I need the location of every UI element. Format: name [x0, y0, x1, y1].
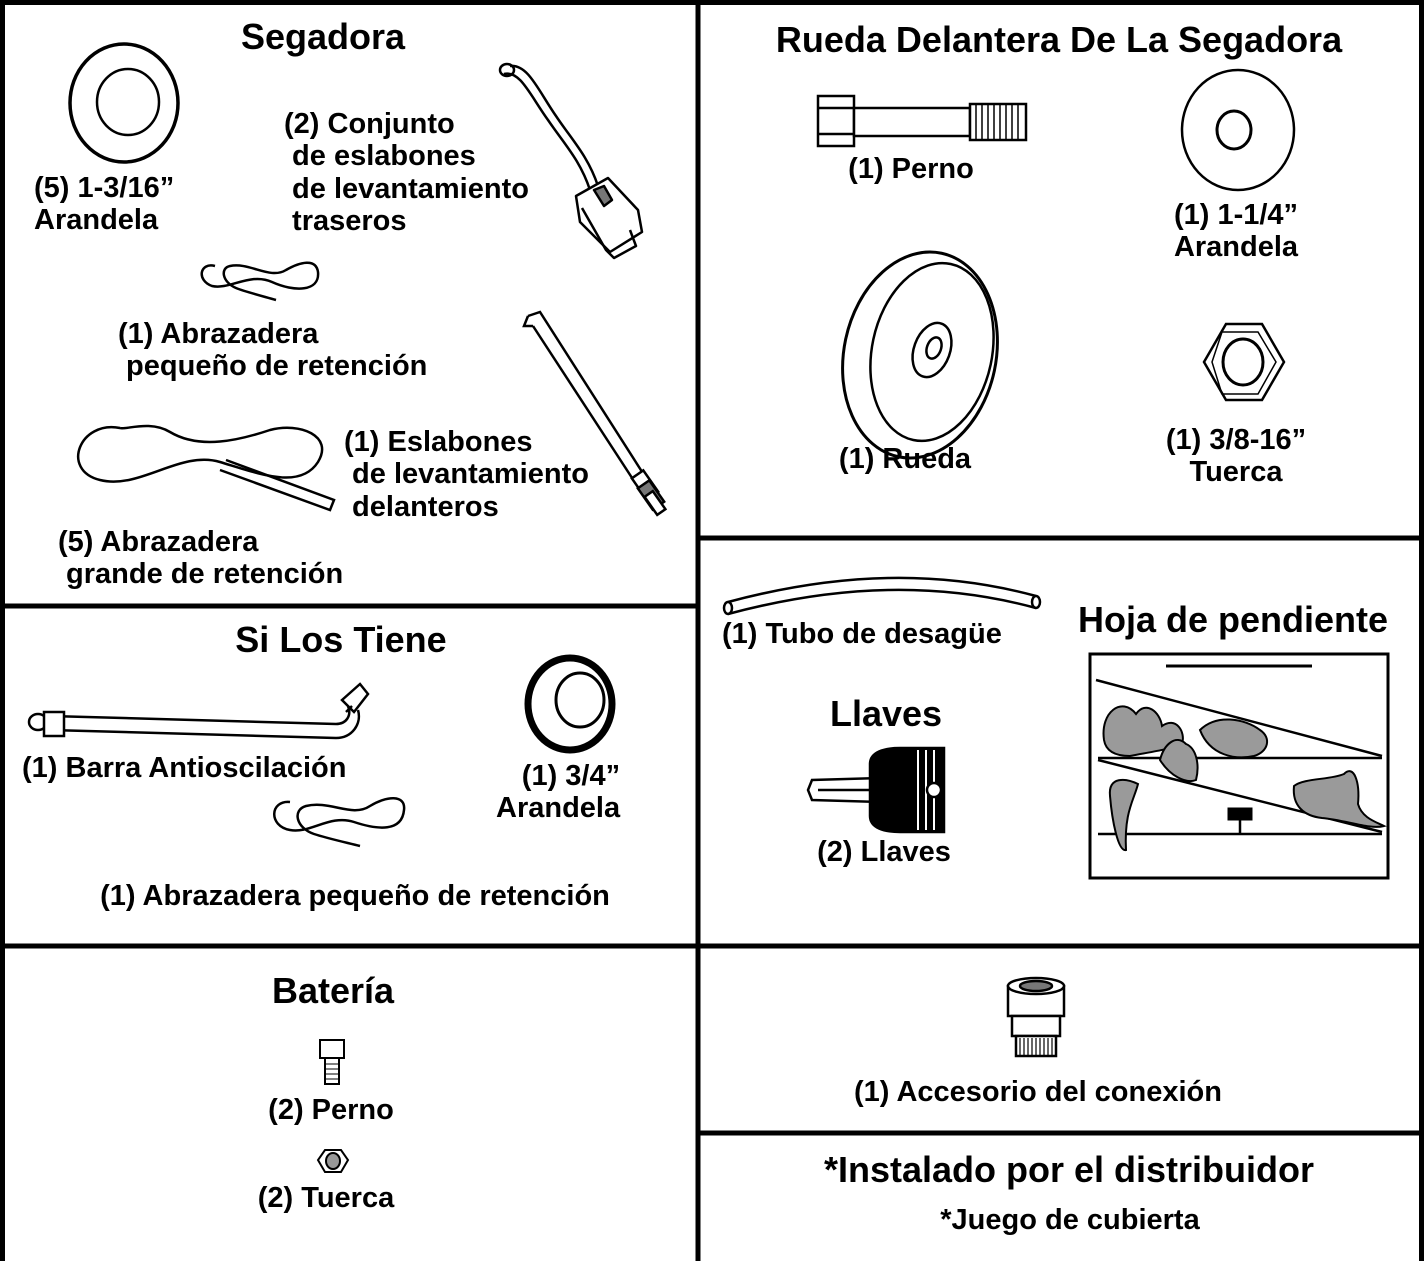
- nut-icon: [1202, 322, 1286, 402]
- section-title-bateria: Batería: [271, 970, 395, 1011]
- wheel-label: (1) Rueda: [838, 443, 972, 475]
- nut-label: (1) 3/8-16” Tuerca: [1165, 424, 1307, 489]
- washer-label: (1) 1-1/4” Arandela: [1173, 199, 1299, 264]
- bolt-label: (1) Perno: [848, 153, 974, 185]
- washer-icon: [68, 42, 180, 164]
- washer-icon: [1180, 68, 1296, 192]
- wheel-icon: [841, 250, 999, 460]
- small-clip-label: (1) Abrazadera pequeño de retención: [100, 880, 610, 912]
- small-clip-icon: [200, 261, 320, 302]
- rear-lift-link-label: (2) Conjunto de eslabones de levantamien…: [284, 108, 529, 238]
- fitting-label: (1) Accesorio del conexión: [854, 1076, 1222, 1108]
- slope-sheet-title: Hoja de pendiente: [1078, 599, 1389, 640]
- sway-bar-label: (1) Barra Antioscilación: [22, 752, 347, 784]
- nut-label: (2) Tuerca: [257, 1182, 395, 1214]
- bolt-icon: [816, 94, 1028, 148]
- small-clip-label: (1) Abrazadera pequeño de retención: [118, 318, 428, 383]
- small-clip-icon: [273, 797, 406, 848]
- rear-lift-link-icon: [498, 62, 644, 260]
- key-icon: [806, 746, 946, 834]
- nut-icon: [316, 1149, 350, 1173]
- front-lift-link-icon: [522, 310, 668, 517]
- sway-bar-icon: [27, 682, 370, 740]
- section-title-si-los-tiene: Si Los Tiene: [235, 619, 447, 660]
- dealer-installed-title: *Instalado por el distribuidor: [823, 1149, 1315, 1190]
- large-clip-label: (5) Abrazadera grande de retención: [58, 526, 344, 591]
- keys-title: Llaves: [829, 693, 943, 734]
- deck-kit-label: *Juego de cubierta: [940, 1204, 1200, 1236]
- keys-label: (2) Llaves: [817, 836, 951, 868]
- slope-sheet-icon: [1088, 652, 1390, 880]
- washer-icon: [524, 654, 616, 754]
- section-title-segadora: Segadora: [240, 16, 406, 57]
- section-title-rueda: Rueda Delantera De La Segadora: [775, 19, 1343, 60]
- large-clip-icon: [77, 424, 336, 512]
- drain-tube-label: (1) Tubo de desagüe: [722, 618, 1002, 650]
- bolt-icon: [319, 1039, 345, 1085]
- drain-tube-icon: [722, 576, 1042, 616]
- washer-label: (1) 3/4” Arandela: [496, 760, 621, 825]
- washer-label: (5) 1-3/16” Arandela: [34, 172, 175, 237]
- bolt-label: (2) Perno: [268, 1094, 394, 1126]
- front-lift-link-label: (1) Eslabones de levantamiento delantero…: [344, 426, 589, 523]
- fitting-icon: [1006, 976, 1066, 1058]
